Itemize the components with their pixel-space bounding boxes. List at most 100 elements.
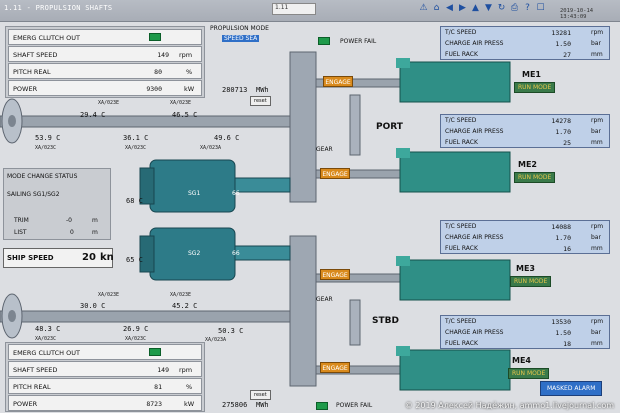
home-icon[interactable]: ⌂: [433, 3, 440, 13]
port-temp-value: 46.5 C: [172, 111, 198, 119]
list-unit: m: [92, 229, 98, 236]
stbd-power-unit: kW: [184, 400, 195, 408]
me4-tc-label: T/C SPEED: [445, 318, 477, 325]
stbd-clutch-led: [149, 348, 161, 356]
stbd-temp-tag: XA/023C: [35, 336, 57, 342]
port-temp-value: 36.1 C: [123, 134, 149, 142]
list-value: 0: [70, 229, 74, 236]
mode-change-panel: MODE CHANGE STATUS SAILING SG1/SG2 TRIM …: [3, 168, 111, 240]
port-pitch-label: PITCH REAL: [13, 68, 51, 76]
me2-fuel-value: 25: [563, 139, 571, 147]
ship-speed-box: SHIP SPEED 20 kn: [3, 248, 114, 268]
page-field[interactable]: 1.11: [272, 3, 316, 15]
me1-panel: T/C SPEED 13281 rpm CHARGE AIR PRESS 1.5…: [440, 26, 610, 60]
port-temp-value: 29.4 C: [80, 111, 106, 119]
down-icon[interactable]: ▼: [485, 3, 492, 13]
warning-icon[interactable]: ⚠: [419, 3, 428, 13]
masked-alarm-button[interactable]: MASKED ALARM: [540, 381, 603, 396]
port-power-label: POWER: [13, 85, 38, 93]
me3-tc-label: T/C SPEED: [445, 223, 477, 230]
print-icon[interactable]: ⎙: [510, 3, 519, 13]
me4-panel: T/C SPEED 13530 rpm CHARGE AIR PRESS 1.5…: [440, 315, 610, 349]
port-energy-value: 280713: [222, 86, 248, 94]
port-temp-value: 49.6 C: [214, 134, 240, 142]
help-icon[interactable]: ?: [525, 3, 530, 13]
stbd-temp-value: 48.3 C: [35, 325, 61, 333]
me1-tc-value: 13281: [551, 29, 571, 37]
me2-tc-unit: rpm: [591, 117, 604, 124]
sg1-temp: 68 C: [126, 197, 143, 205]
me4-engage-button[interactable]: ENGAGE: [320, 362, 350, 373]
me4-air-label: CHARGE AIR PRESS: [445, 329, 504, 336]
stbd-pitch-unit: %: [186, 383, 193, 391]
stbd-temp-value: 26.9 C: [123, 325, 149, 333]
me2-engage-button[interactable]: ENGAGE: [320, 168, 350, 179]
stbd-shaft-speed-row: SHAFT SPEED 149 rpm: [8, 361, 202, 377]
me2-panel: T/C SPEED 14278 rpm CHARGE AIR PRESS 1.7…: [440, 114, 610, 148]
me1-tc-unit: rpm: [591, 29, 604, 36]
back-icon[interactable]: ◀: [446, 3, 453, 13]
port-temp-tag: XA/023E: [98, 100, 120, 106]
stbd-gearbox: [289, 235, 317, 387]
stbd-power-label: POWER: [13, 400, 38, 408]
stbd-propeller-icon: [1, 293, 23, 339]
stbd-label: STBD: [372, 316, 399, 326]
stbd-shaft: [0, 310, 301, 323]
stbd-temp-value: 50.3 C: [218, 327, 244, 335]
me1-air-value: 1.50: [555, 40, 571, 48]
refresh-icon[interactable]: ↻: [497, 3, 506, 13]
port-gear-label: GEAR: [316, 146, 333, 153]
stbd-shaft-speed-label: SHAFT SPEED: [13, 366, 58, 374]
port-shaft-panel: EMERG CLUTCH OUT SHAFT SPEED 149 rpm PIT…: [5, 26, 205, 98]
stbd-shaft-speed-value: 149: [157, 366, 169, 374]
stbd-pitch-label: PITCH REAL: [13, 383, 51, 391]
port-shaft-speed-row: SHAFT SPEED 149 rpm: [8, 46, 202, 62]
trim-label: TRIM: [14, 217, 29, 224]
stbd-temp-tag: XA/023C: [125, 336, 147, 342]
me3-fuel-value: 16: [563, 245, 571, 253]
port-shaft: [0, 115, 301, 128]
port-gearbox: [289, 51, 317, 203]
trim-unit: m: [92, 217, 98, 224]
window-title: 1.11 - PROPULSION SHAFTS: [4, 4, 113, 12]
stbd-temp-tag: XA/023E: [170, 292, 192, 298]
me3-engage-button[interactable]: ENGAGE: [320, 269, 350, 280]
me2-air-label: CHARGE AIR PRESS: [445, 128, 504, 135]
port-gear-shaft: [349, 94, 361, 156]
stbd-shaft-panel: EMERG CLUTCH OUT SHAFT SPEED 149 rpm PIT…: [5, 342, 205, 412]
stbd-power-value: 8723: [146, 400, 162, 408]
sg2-generator-icon: [139, 227, 291, 281]
sg1-label: SG1: [188, 190, 201, 197]
me4-engine-icon: [396, 346, 511, 391]
stbd-gear-label: GEAR: [316, 296, 333, 303]
title-bar: 1.11 - PROPULSION SHAFTS 1.11 ⚠ ⌂ ◀ ▶ ▲ …: [0, 0, 620, 22]
stbd-power-row: POWER 8723 kW: [8, 395, 202, 411]
ship-speed-value: 20: [82, 252, 96, 263]
me3-tc-unit: rpm: [591, 223, 604, 230]
port-reset-button[interactable]: reset: [250, 96, 271, 106]
port-emerg-clutch-row: EMERG CLUTCH OUT: [8, 29, 202, 45]
me2-fuel-unit: mm: [591, 139, 603, 146]
port-temp-tag: XA/023C: [35, 145, 57, 151]
me1-engage-button[interactable]: ENGAGE: [323, 76, 353, 87]
me3-run-mode: RUN MODE: [510, 276, 552, 287]
ship-speed-label: SHIP SPEED: [7, 254, 54, 262]
port-pitch-row: PITCH REAL 80 %: [8, 63, 202, 79]
me1-tc-label: T/C SPEED: [445, 29, 477, 36]
stbd-reset-button[interactable]: reset: [250, 390, 271, 400]
lock-icon[interactable]: ☐: [536, 3, 545, 13]
forward-icon[interactable]: ▶: [459, 3, 466, 13]
port-energy-unit: MWh: [256, 86, 269, 94]
port-temp-tag: XA/023A: [200, 145, 222, 151]
power-fail-label: POWER FAIL: [340, 38, 377, 45]
me4-fuel-unit: mm: [591, 340, 603, 347]
me3-fuel-label: FUEL RACK: [445, 245, 478, 252]
datetime: 2019-10-14 13:43:09: [560, 8, 594, 20]
up-icon[interactable]: ▲: [472, 3, 479, 13]
me3-air-value: 1.70: [555, 234, 571, 242]
toolbar-icons: ⚠ ⌂ ◀ ▶ ▲ ▼ ↻ ⎙ ? ☐: [418, 2, 546, 14]
me4-fuel-value: 18: [563, 340, 571, 348]
port-pitch-unit: %: [186, 68, 193, 76]
me1-air-label: CHARGE AIR PRESS: [445, 40, 504, 47]
